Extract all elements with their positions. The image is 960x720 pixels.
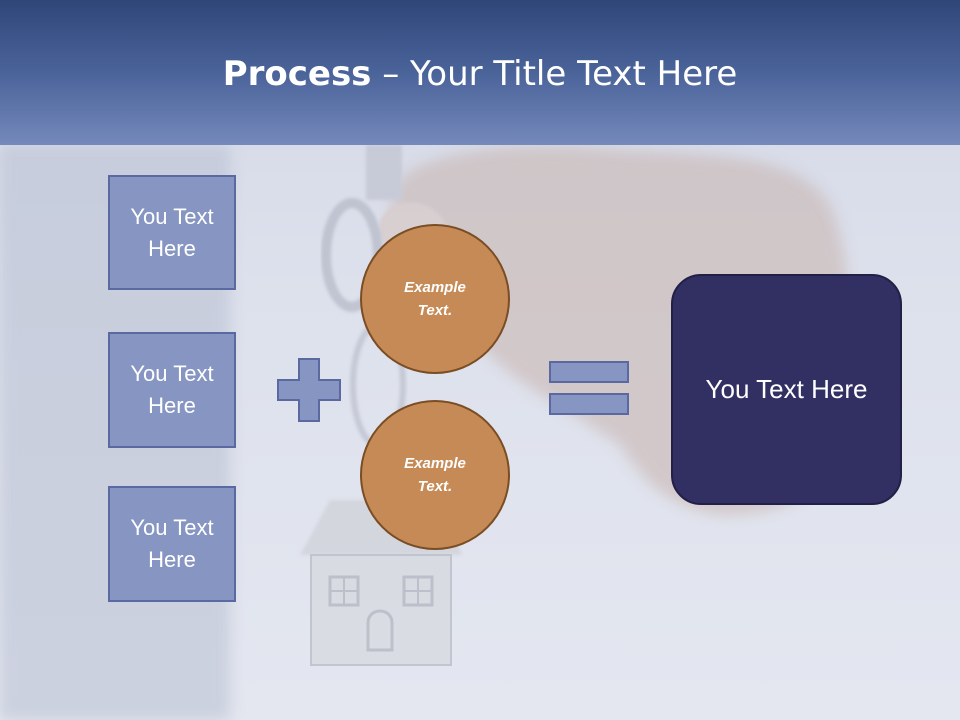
equals-icon (549, 361, 629, 415)
text-box-1-line2: Here (148, 235, 196, 261)
text-box-3-line1: You Text (130, 515, 214, 540)
example-circle-1-line1: Example (404, 279, 466, 296)
example-circle-1-line2: Text. (417, 302, 453, 319)
example-circle-2-line1: Example (404, 455, 466, 472)
text-box-3-line2: Here (148, 547, 196, 572)
text-box-2-line1: You Text (130, 361, 214, 386)
example-circle-2-line2: Text. (417, 478, 453, 495)
title-bold: Process (222, 54, 372, 94)
title-rest: – Your Title Text Here (371, 54, 738, 94)
result-box-label: You Text Here (705, 374, 868, 404)
slide-title[interactable]: Process – Your Title Text Here (0, 52, 960, 96)
text-box-1-line1: You Text (130, 203, 214, 229)
text-box-2-line2: Here (148, 393, 196, 418)
result-box[interactable]: You Text Here (671, 274, 902, 505)
plus-icon (277, 358, 341, 422)
header-bar (0, 0, 960, 145)
